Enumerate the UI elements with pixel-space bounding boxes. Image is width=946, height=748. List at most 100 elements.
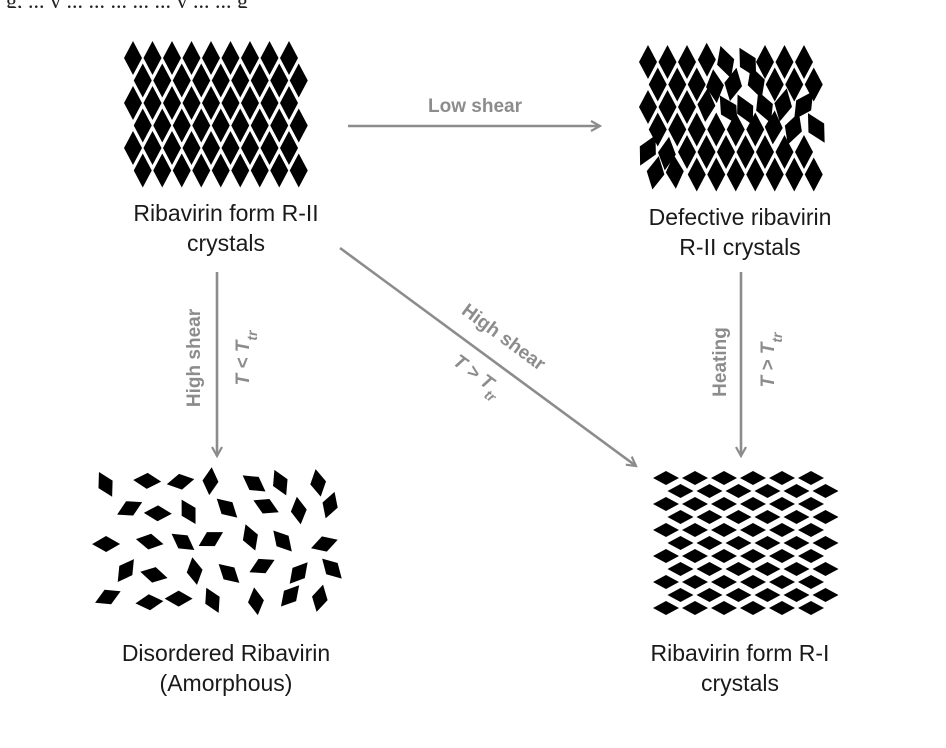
crystal <box>682 549 708 563</box>
crystal <box>726 536 752 550</box>
crystal <box>173 154 191 188</box>
r1-label: Ribavirin form R-I crystals <box>610 638 870 698</box>
crystal <box>697 588 723 602</box>
crystal <box>707 158 725 192</box>
crystal <box>222 86 240 120</box>
crystal <box>111 554 140 586</box>
crystal <box>784 536 810 550</box>
crystal <box>711 497 737 511</box>
crystal <box>668 562 694 576</box>
crystal <box>668 113 686 147</box>
crystal <box>124 41 142 75</box>
crystal <box>183 86 201 120</box>
crystal <box>740 471 766 485</box>
r2-label: Ribavirin form R-II crystals <box>96 198 356 258</box>
crystal <box>153 109 171 143</box>
crystal <box>202 86 220 120</box>
crystal <box>241 86 259 120</box>
crystal <box>134 109 152 143</box>
crystal <box>222 41 240 75</box>
low-shear-arrow: Low shear <box>348 96 600 126</box>
crystal <box>309 532 341 556</box>
crystal <box>682 497 708 511</box>
crystal <box>246 553 278 580</box>
crystal <box>290 64 308 98</box>
crystal <box>668 484 694 498</box>
high-shear-diagonal-arrow: High shear T > Ttr <box>340 248 636 466</box>
crystal <box>798 523 824 537</box>
crystal <box>653 523 679 537</box>
crystal <box>678 45 696 79</box>
crystal <box>238 469 270 498</box>
crystal <box>785 158 803 192</box>
crystal <box>134 154 152 188</box>
crystal <box>212 64 230 98</box>
crystal <box>201 467 219 496</box>
amorphous-label-line2: (Amorphous) <box>96 668 356 698</box>
amorphous-label: Disordered Ribavirin (Amorphous) <box>96 638 356 698</box>
crystal <box>697 510 723 524</box>
crystal <box>165 591 193 607</box>
crystal <box>135 531 165 552</box>
crystal <box>813 536 839 550</box>
crystal <box>740 575 766 589</box>
crystal <box>711 549 737 563</box>
crystal <box>280 41 298 75</box>
crystal <box>678 90 696 124</box>
crystal <box>195 525 227 553</box>
crystal <box>270 64 288 98</box>
crystal <box>192 64 210 98</box>
crystal <box>653 549 679 563</box>
crystal <box>183 131 201 165</box>
crystal <box>238 522 263 554</box>
crystal <box>668 510 694 524</box>
crystal <box>92 468 119 500</box>
crystal <box>653 575 679 589</box>
crystal <box>737 135 755 169</box>
crystal <box>688 158 706 192</box>
crystal <box>682 471 708 485</box>
crystal <box>798 575 824 589</box>
crystal <box>167 527 199 556</box>
crystal <box>678 135 696 169</box>
crystal <box>92 536 120 552</box>
crystal <box>755 510 781 524</box>
crystal <box>688 113 706 147</box>
crystal <box>697 484 723 498</box>
crystal <box>135 593 164 611</box>
crystal <box>213 558 244 589</box>
crystal <box>192 154 210 188</box>
crystal <box>755 588 781 602</box>
crystal <box>284 557 314 589</box>
crystal <box>649 68 667 102</box>
crystal <box>241 131 259 165</box>
crystal <box>144 505 173 522</box>
low-shear-label: Low shear <box>428 96 523 117</box>
r1-label-line2: crystals <box>610 668 870 698</box>
crystal <box>717 135 735 169</box>
defective-crystal-lattice <box>632 43 832 192</box>
crystal <box>784 562 810 576</box>
crystal <box>639 90 657 124</box>
crystal <box>769 549 795 563</box>
crystal <box>308 468 329 498</box>
r1-crystal-lattice <box>653 471 839 615</box>
crystal <box>231 64 249 98</box>
crystal <box>682 523 708 537</box>
crystal <box>795 45 813 79</box>
crystal <box>241 41 259 75</box>
crystal <box>202 41 220 75</box>
crystal <box>668 68 686 102</box>
crystal <box>251 154 269 188</box>
high-shear-down-condition: T < Ttr <box>233 329 260 386</box>
crystal <box>202 131 220 165</box>
crystal <box>795 135 813 169</box>
heating-condition: T > Ttr <box>758 331 785 388</box>
crystal <box>92 584 124 610</box>
crystal <box>133 472 162 490</box>
crystal <box>211 493 242 524</box>
crystal <box>653 601 679 615</box>
crystal <box>318 489 342 521</box>
crystal <box>261 131 279 165</box>
crystal <box>698 135 716 169</box>
